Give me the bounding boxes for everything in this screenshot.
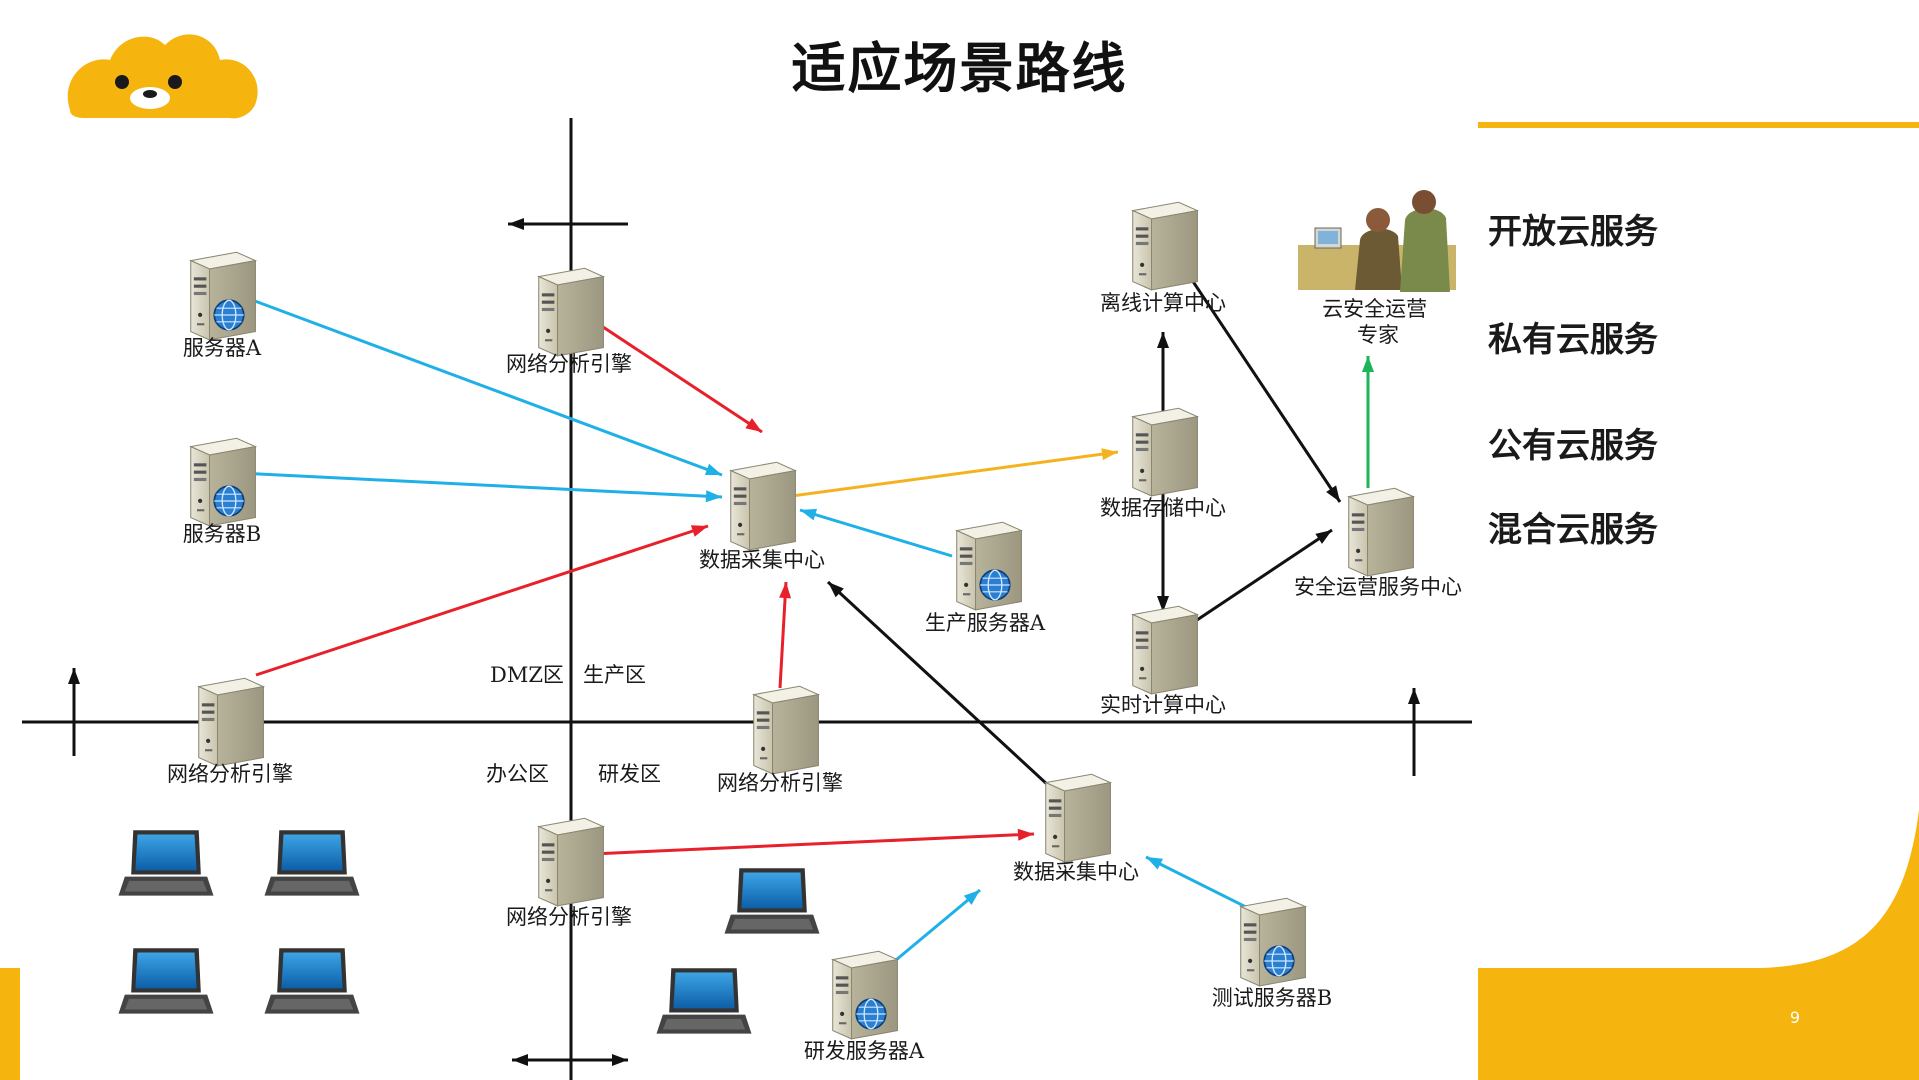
test-server-b-node <box>1240 897 1306 987</box>
arrow-engine-left-to-collect <box>255 524 709 677</box>
label-realtime: 实时计算中心 <box>1100 693 1226 717</box>
label-expert: 云安全运营 专家 <box>1322 297 1434 347</box>
page-title: 适应场景路线 <box>791 37 1128 100</box>
label-test-server-b: 测试服务器B <box>1212 986 1332 1010</box>
arrow-engine-top-to-collect <box>599 323 763 434</box>
side-label-hybrid-cloud: 混合云服务 <box>1488 510 1658 550</box>
storage-node <box>1132 407 1198 497</box>
offline-compute-node <box>1132 201 1198 291</box>
zone-label-rnd: 研发区 <box>598 762 661 786</box>
zone-label-production: 生产区 <box>583 663 646 687</box>
security-expert-illustration <box>1298 190 1456 292</box>
arrow-server-b-to-collect <box>219 470 723 503</box>
label-collect-bottom: 数据采集中心 <box>1013 860 1139 884</box>
label-engine-top: 网络分析引擎 <box>506 352 632 376</box>
laptop-icon <box>118 948 214 1014</box>
globe-icon <box>855 998 887 1030</box>
laptop-icon <box>656 968 752 1034</box>
label-server-a: 服务器A <box>183 336 262 360</box>
arrow-sec-ops-to-expert <box>1362 356 1374 488</box>
side-label-public-cloud: 公有云服务 <box>1488 426 1658 466</box>
left-accent-strip <box>0 968 20 1080</box>
sec-ops-node <box>1348 487 1414 577</box>
laptop-icon <box>264 948 360 1014</box>
server-b-node <box>190 437 256 527</box>
globe-icon <box>979 569 1011 601</box>
label-sec-ops: 安全运营服务中心 <box>1294 575 1462 599</box>
engine-bottom-node <box>538 817 604 907</box>
page-number: 9 <box>1789 1008 1801 1027</box>
header-accent-line <box>1478 122 1919 128</box>
rnd-server-a-node <box>832 950 898 1040</box>
laptop-icon <box>118 830 214 896</box>
engine-left-node <box>198 677 264 767</box>
collect-top-node <box>730 461 796 551</box>
prod-server-a-node <box>956 521 1022 611</box>
label-storage: 数据存储中心 <box>1100 496 1226 520</box>
label-rnd-server-a: 研发服务器A <box>804 1039 925 1063</box>
server-a-node <box>190 251 256 341</box>
collect-bottom-node <box>1045 773 1111 863</box>
engine-mid-node <box>753 685 819 775</box>
label-engine-left: 网络分析引擎 <box>167 762 293 786</box>
globe-icon <box>1263 945 1295 977</box>
label-prod-server-a: 生产服务器A <box>925 611 1046 635</box>
arrow-collect-bottom-to-collect-top <box>826 580 1077 812</box>
laptop-icon <box>264 830 360 896</box>
axis-arrow-up-right <box>1408 688 1420 776</box>
engine-top-node <box>538 267 604 357</box>
label-engine-mid: 网络分析引擎 <box>717 771 843 795</box>
footer-accent-shape <box>1478 810 1919 1080</box>
axis-arrow-bottom-both <box>512 1054 628 1066</box>
label-engine-bottom: 网络分析引擎 <box>506 905 632 929</box>
label-collect-top: 数据采集中心 <box>699 548 825 572</box>
arrow-collect-to-storage <box>761 448 1119 502</box>
zone-label-office: 办公区 <box>486 762 549 786</box>
axis-arrow-up-left <box>68 668 80 756</box>
arrow-engine-mid-to-collect <box>778 581 792 689</box>
side-label-open-cloud: 开放云服务 <box>1488 212 1658 252</box>
side-label-private-cloud: 私有云服务 <box>1488 320 1658 360</box>
laptop-icon <box>724 868 820 934</box>
label-server-b: 服务器B <box>183 522 261 546</box>
arrow-engine-bottom-to-collect-bottom <box>569 828 1035 857</box>
mascot-logo <box>67 34 258 119</box>
arrow-server-a-to-collect <box>219 286 723 477</box>
realtime-node <box>1132 605 1198 695</box>
arrow-prod-server-to-collect <box>799 508 953 558</box>
zone-label-dmz: DMZ区 <box>490 663 564 687</box>
label-offline-compute: 离线计算中心 <box>1100 291 1226 315</box>
axis-arrow-left-top <box>508 218 628 230</box>
globe-icon <box>213 485 245 517</box>
globe-icon <box>213 299 245 331</box>
